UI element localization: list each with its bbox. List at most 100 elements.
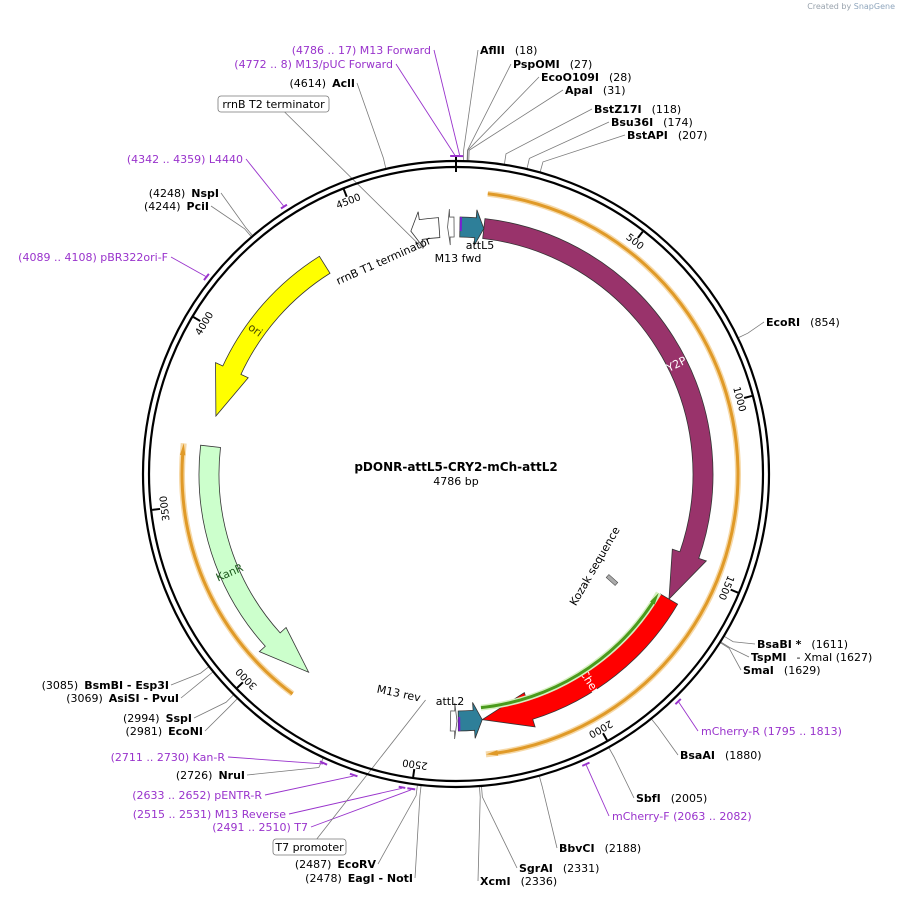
site-name: EagI - NotI (348, 872, 413, 885)
primer-label: mCherry-F (2063 .. 2082) (612, 810, 752, 823)
site-leader (193, 694, 234, 719)
primer-leader (395, 63, 456, 156)
site-leader (539, 134, 626, 172)
site-position: - XmaI (1627) (797, 651, 873, 664)
site-name: Bsu36I (611, 116, 653, 129)
boxed-label-text: rrnB T2 terminator (222, 98, 325, 111)
plasmid-length: 4786 bp (433, 475, 478, 488)
tick-mark (236, 681, 244, 689)
boxed-label: T7 promoter (272, 838, 347, 856)
site-name: NruI (218, 769, 245, 782)
site-label: SbfI(2005) (636, 792, 707, 805)
site-name: EcoNI (168, 725, 203, 738)
site-name: EcoRI (766, 316, 800, 329)
tick-label: 3500 (159, 495, 173, 522)
site-position: (2336) (521, 875, 558, 888)
site-name: SbfI (636, 792, 661, 805)
site-position: (2188) (605, 842, 642, 855)
primer-leader (245, 158, 284, 207)
site-leader (651, 719, 679, 756)
feature-cry2phr (482, 218, 714, 601)
primer-mark (280, 203, 288, 210)
site-name: EcoRV (337, 858, 376, 871)
site-position: (18) (515, 44, 538, 57)
site-leader (738, 321, 765, 338)
site-label: XcmI(2336) (480, 875, 557, 888)
tick-mark (342, 188, 348, 198)
tick-mark (192, 316, 201, 322)
site-position: (4244) (144, 200, 181, 213)
tick-label: 2500 (402, 756, 429, 770)
primer-leader (585, 764, 610, 817)
primer-mark (674, 698, 682, 705)
primer-leader (678, 702, 699, 732)
site-label: (3069)AsiSI - PvuI (66, 692, 179, 705)
primer-mark (407, 787, 416, 791)
site-position: (2487) (295, 858, 332, 871)
site-label: (2994)SspI (123, 712, 192, 725)
site-label: BstZ17I(118) (594, 103, 681, 116)
site-label: (4244)PciI (144, 200, 209, 213)
site-leader (210, 205, 252, 237)
site-label: SgrAI(2331) (519, 862, 599, 875)
site-position: (2994) (123, 712, 160, 725)
site-label: (2478)EagI - NotI (305, 872, 413, 885)
feature-ori (215, 255, 331, 418)
primer-label: (4772 .. 8) M13/pUC Forward (234, 58, 393, 71)
site-name: BsmBI - Esp3I (84, 679, 169, 692)
site-position: (118) (652, 103, 682, 116)
inner-label: attL5 (466, 239, 495, 252)
m13-fwd-arrow (447, 209, 455, 246)
site-leader (170, 666, 209, 686)
site-label: TspMI- XmaI (1627) (751, 651, 872, 664)
site-leader (477, 787, 481, 882)
primer-label: (2633 .. 2652) pENTR-R (132, 789, 262, 802)
primer-leader (227, 756, 324, 765)
primer-label: mCherry-R (1795 .. 1813) (701, 725, 842, 738)
site-name: ApaI (565, 84, 593, 97)
site-leader (204, 698, 238, 732)
site-name: AclI (332, 77, 355, 90)
primer-mark (398, 785, 406, 789)
primer-mark (319, 760, 328, 766)
site-leader (220, 192, 253, 236)
site-leader (720, 641, 750, 658)
site-name: BbvCI (559, 842, 595, 855)
site-leader (481, 786, 518, 869)
site-label: BbvCI (2188) (559, 842, 641, 855)
tick-mark (637, 230, 644, 239)
site-leader (526, 121, 610, 169)
site-leader (414, 786, 422, 879)
kozak-mark (605, 574, 619, 586)
site-name: AflII (480, 44, 505, 57)
site-position: (3069) (66, 692, 103, 705)
site-label: BsaAI(1880) (680, 749, 762, 762)
primer-label: (2711 .. 2730) Kan-R (111, 751, 226, 764)
site-label: ApaI(31) (565, 84, 626, 97)
inner-label: Kozak sequence (567, 524, 623, 608)
site-label: BstAPI(207) (627, 129, 707, 142)
site-leader (724, 636, 756, 645)
site-position: (28) (609, 71, 632, 84)
site-leader (463, 49, 479, 161)
primer-leader (288, 787, 402, 815)
site-name: BsaAI (680, 749, 715, 762)
primer-mark (203, 273, 210, 281)
site-position: (4614) (290, 77, 327, 90)
site-leader (180, 671, 213, 699)
site-label: (4248)NspI (149, 187, 219, 200)
primer-leader (264, 775, 354, 796)
site-leader (467, 76, 540, 161)
site-name: EcoO109I (541, 71, 599, 84)
primer-leader (170, 256, 206, 277)
site-leader (504, 108, 593, 164)
m13-rev-arrow (449, 702, 458, 740)
feature-kanr (198, 444, 310, 674)
site-position: (2331) (563, 862, 600, 875)
primer-label: (2491 .. 2510) T7 (212, 821, 308, 834)
plasmid-name: pDONR-attL5-CRY2-mCh-attL2 (354, 460, 557, 474)
site-leader (377, 785, 418, 865)
leader-lines (170, 49, 765, 882)
primer-label: (4089 .. 4108) pBR322ori-F (18, 251, 168, 264)
